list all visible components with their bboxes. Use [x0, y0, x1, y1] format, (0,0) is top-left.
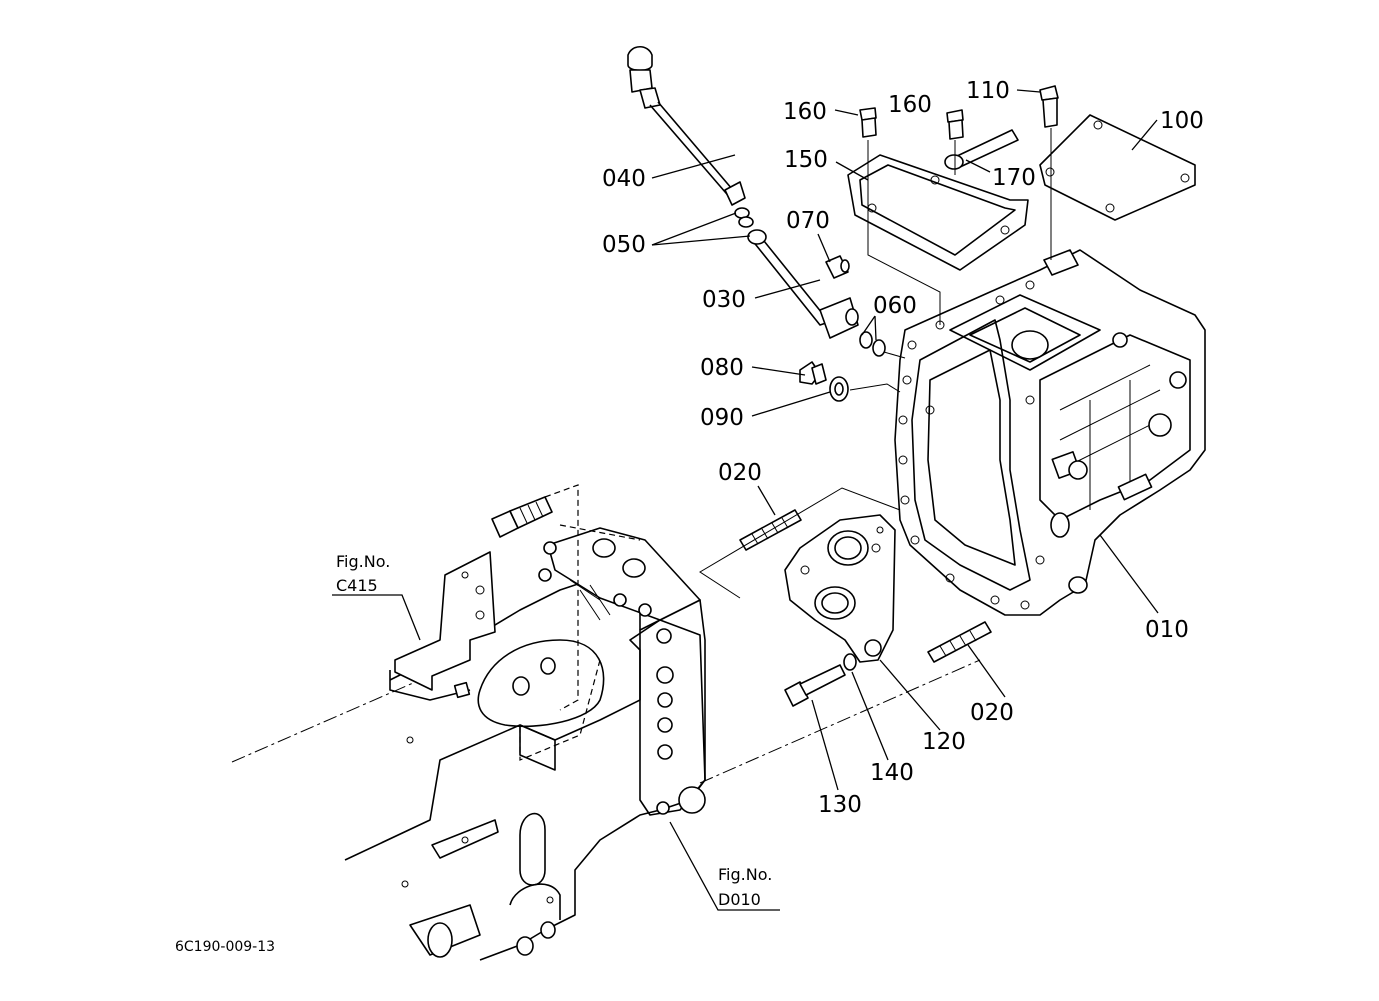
part-label-150: 150: [784, 147, 828, 173]
fig-ref-c415-line1: Fig.No.: [336, 552, 390, 571]
part-label-060: 060: [873, 293, 917, 319]
part-label-050: 050: [602, 232, 646, 258]
lock-washer-140: [843, 653, 857, 671]
bolts-160-110: [859, 85, 1059, 140]
part-label-030: 030: [702, 287, 746, 313]
bracket-100: [1039, 114, 1196, 221]
leader-to-case: [849, 383, 901, 393]
part-label-110: 110: [966, 78, 1010, 104]
o-rings-060: [859, 331, 886, 357]
fig-ref-d010-line1: Fig.No.: [718, 865, 772, 884]
plate-170: [944, 129, 1019, 170]
guide-line-020-upper: [699, 487, 901, 599]
part-labels: 040 050 030 070 060 080 090 160 160 110 …: [602, 78, 1204, 818]
part-label-020-upper: 020: [718, 460, 762, 486]
plug-070: [825, 255, 850, 279]
leader-lines: [332, 89, 1159, 911]
gasket-090: [829, 376, 849, 402]
stud-lower: [927, 621, 992, 663]
guide-line-160a: [867, 140, 941, 325]
front-cover: [784, 514, 896, 663]
part-label-010: 010: [1145, 617, 1189, 643]
part-label-070: 070: [786, 208, 830, 234]
part-label-090: 090: [700, 405, 744, 431]
guide-pipe-030: [751, 235, 859, 339]
front-assembly-drawing: [231, 484, 981, 961]
part-label-140: 140: [870, 760, 914, 786]
diagram-code: 6C190-009-13: [175, 939, 275, 955]
figure-reference-d010: Fig.No. D010: [718, 865, 772, 909]
transmission-case: [894, 249, 1206, 616]
part-label-130: 130: [818, 792, 862, 818]
part-label-100: 100: [1160, 108, 1204, 134]
cover-150: [847, 154, 1029, 271]
fig-ref-d010-line2: D010: [718, 890, 761, 909]
o-rings-050: [734, 207, 767, 245]
figure-reference-c415: Fig.No. C415: [336, 552, 390, 595]
plug-080: [799, 361, 827, 385]
part-label-160a: 160: [783, 99, 827, 125]
bolt-130: [784, 664, 846, 707]
part-label-120: 120: [922, 729, 966, 755]
leader-060-case: [883, 351, 906, 359]
part-label-020-lower: 020: [970, 700, 1014, 726]
part-label-040: 040: [602, 166, 646, 192]
fig-ref-c415-line2: C415: [336, 576, 378, 595]
part-label-080: 080: [700, 355, 744, 381]
dipstick-040: [627, 45, 746, 206]
part-label-170: 170: [992, 165, 1036, 191]
part-label-160b: 160: [888, 92, 932, 118]
